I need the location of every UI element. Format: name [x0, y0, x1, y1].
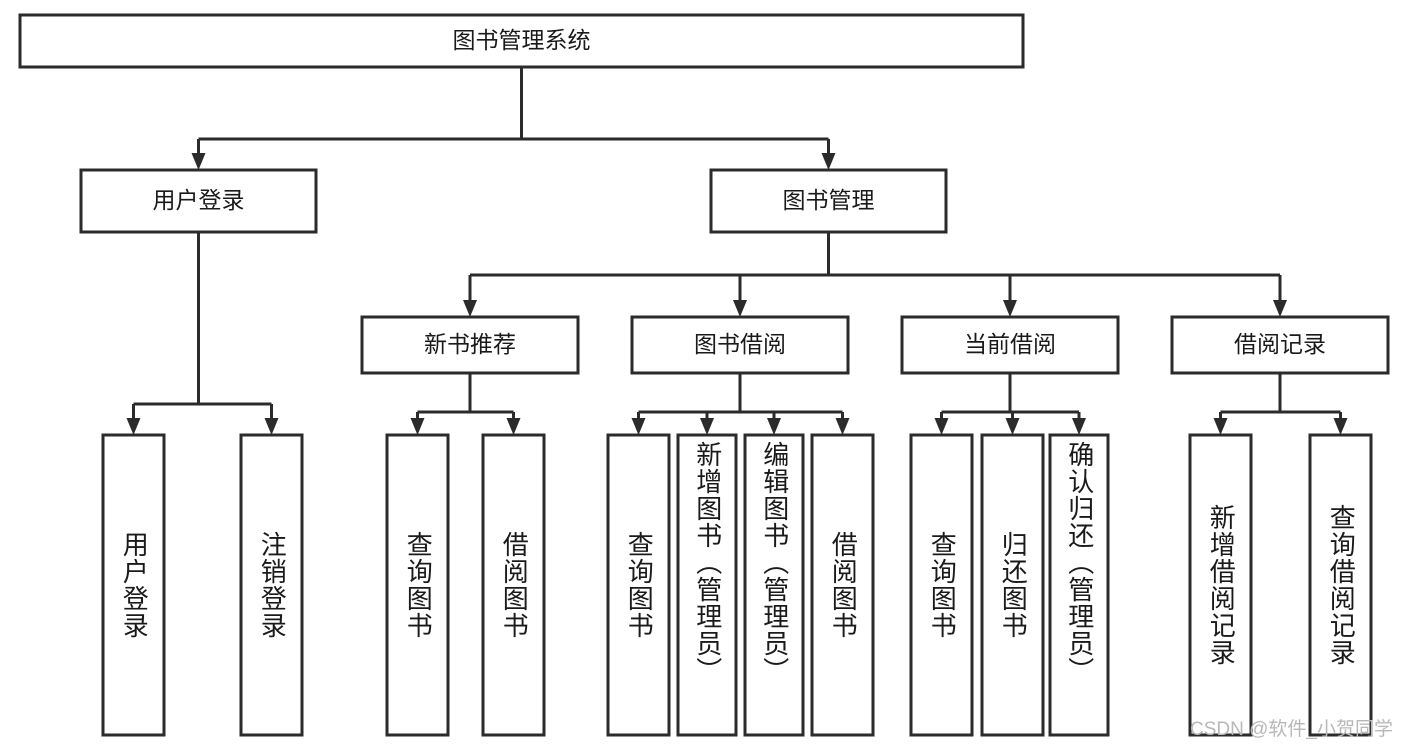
node-box-leaf-6[interactable]: [743, 433, 805, 737]
arrow-head-icon: [1005, 418, 1020, 435]
node-label-level2-1: 图书管理: [783, 187, 875, 213]
arrow-head-icon: [1072, 418, 1086, 435]
node-label-level3-3: 借阅记录: [1234, 331, 1326, 357]
node-box-leaf-12[interactable]: [1308, 433, 1373, 737]
arrow-head-icon: [1273, 300, 1287, 317]
node-box-leaf-9[interactable]: [980, 433, 1045, 737]
node-box-level3-2[interactable]: [900, 315, 1120, 375]
arrow-head-icon: [410, 418, 425, 435]
arrow-head-icon: [700, 418, 714, 435]
arrow-head-icon: [767, 418, 781, 435]
arrow-head-icon: [506, 418, 521, 435]
node-boxes-layer: [18, 13, 1390, 737]
node-label-root: 图书管理系统: [453, 27, 591, 53]
node-box-level2-0[interactable]: [79, 168, 318, 234]
node-box-leaf-5[interactable]: [676, 433, 738, 737]
node-box-leaf-2[interactable]: [385, 433, 450, 737]
node-label-level2-0: 用户登录: [153, 187, 245, 213]
node-box-level3-0[interactable]: [360, 315, 580, 375]
arrow-head-icon: [1003, 300, 1017, 317]
node-box-leaf-7[interactable]: [810, 433, 875, 737]
arrow-head-icon: [191, 153, 206, 170]
arrow-head-icon: [463, 300, 477, 317]
arrow-head-icon: [733, 300, 747, 317]
connectors-layer: [126, 67, 1348, 435]
node-label-level3-1: 图书借阅: [694, 331, 786, 357]
node-box-leaf-0[interactable]: [101, 433, 166, 737]
node-label-level3-0: 新书推荐: [424, 331, 516, 357]
arrow-head-icon: [821, 153, 836, 170]
arrow-head-icon: [934, 418, 949, 435]
node-label-level3-2: 当前借阅: [964, 331, 1056, 357]
watermark-text: CSDN @软件_小贺同学: [1190, 719, 1393, 740]
arrow-head-icon: [1213, 418, 1228, 435]
arrow-head-icon: [126, 418, 141, 435]
arrow-head-icon: [631, 418, 646, 435]
node-box-leaf-3[interactable]: [481, 433, 546, 737]
arrow-head-icon: [264, 418, 279, 435]
node-box-leaf-1[interactable]: [239, 433, 304, 737]
arrow-head-icon: [1333, 418, 1348, 435]
node-box-root[interactable]: [18, 13, 1025, 69]
node-box-leaf-11[interactable]: [1188, 433, 1253, 737]
node-box-leaf-10[interactable]: [1048, 433, 1110, 737]
node-box-leaf-4[interactable]: [606, 433, 671, 737]
node-box-leaf-8[interactable]: [909, 433, 974, 737]
arrow-head-icon: [835, 418, 850, 435]
